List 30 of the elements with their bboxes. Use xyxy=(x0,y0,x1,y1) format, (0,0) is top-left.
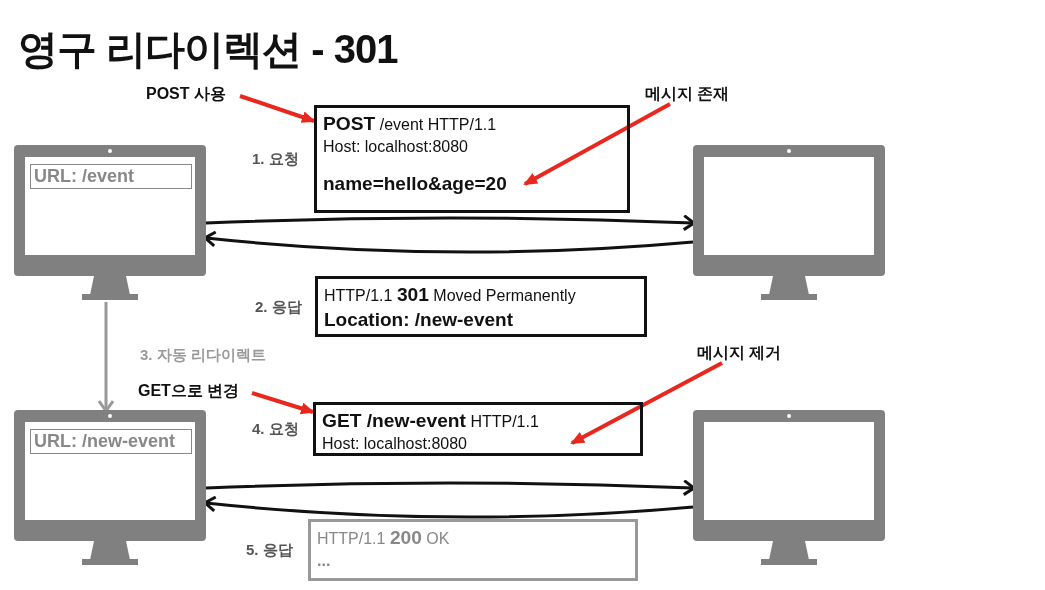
message-line: POST /event HTTP/1.1 xyxy=(323,112,498,136)
annotation-text: 메시지 존재 xyxy=(645,84,763,104)
message-line: Host: localhost:8080 xyxy=(323,136,469,157)
message-line: name=hello&age=20 xyxy=(323,171,508,196)
message-box xyxy=(315,276,647,337)
annotation-text: 메시지 제거 xyxy=(697,343,797,363)
message-line: GET /new-event HTTP/1.1 xyxy=(322,409,540,433)
edge-label: 3. 자동 리다이렉트 xyxy=(140,346,266,365)
url-field: URL: /event xyxy=(30,164,192,189)
message-line: HTTP/1.1 200 OK xyxy=(317,526,451,550)
message-box xyxy=(314,105,630,213)
step-label: 2. 응답 xyxy=(255,298,302,317)
url-field: URL: /new-event xyxy=(30,429,192,454)
step-label: 4. 요청 xyxy=(252,420,299,439)
message-box xyxy=(313,402,643,456)
message-line: ... xyxy=(317,550,332,571)
annotation-text: GET으로 변경 xyxy=(138,381,252,401)
arrow xyxy=(97,302,115,413)
message-line: HTTP/1.1 301 Moved Permanently xyxy=(324,283,577,307)
message-box xyxy=(308,519,638,581)
leader-arrow xyxy=(523,102,671,186)
annotation-text: POST 사용 xyxy=(146,84,240,104)
step-label: 5. 응답 xyxy=(246,541,293,560)
leader-arrow xyxy=(570,361,723,445)
leader-arrow xyxy=(239,94,316,123)
step-label: 1. 요청 xyxy=(252,150,299,169)
leader-arrow xyxy=(251,391,315,415)
message-line: Host: localhost:8080 xyxy=(322,433,468,454)
message-line: Location: /new-event xyxy=(324,307,514,332)
title: 영구 리다이렉션 - 301 xyxy=(18,26,398,73)
